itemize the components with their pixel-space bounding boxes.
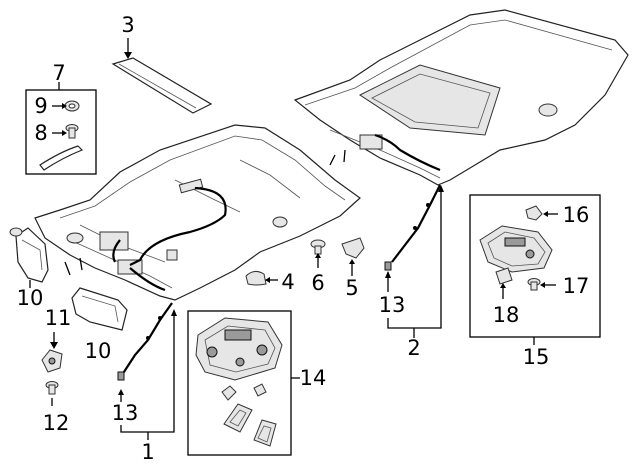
callout-7: 7 xyxy=(52,61,65,85)
sun-visor-right xyxy=(71,287,128,331)
callout-18: 18 xyxy=(493,303,520,327)
headliner-front xyxy=(34,124,361,381)
callout-1: 1 xyxy=(141,440,154,464)
part-3-trim-strip xyxy=(111,38,213,114)
callout-15: 15 xyxy=(523,345,550,369)
callout-4: 4 xyxy=(281,270,294,294)
headliner-rear xyxy=(293,9,629,271)
callout-10-left: 10 xyxy=(17,286,44,310)
callout-17: 17 xyxy=(563,274,590,298)
callout-labels: 3 7 9 8 10 10 11 12 13 1 4 5 6 14 13 2 1… xyxy=(17,13,590,464)
callout-12: 12 xyxy=(43,411,70,435)
callout-11: 11 xyxy=(45,306,72,330)
part-4-clip xyxy=(245,270,278,286)
callout-13-front: 13 xyxy=(112,401,139,425)
part-11-bracket xyxy=(41,332,63,373)
part-15-box xyxy=(469,194,601,345)
callout-14: 14 xyxy=(300,366,327,390)
part-7-kit-box xyxy=(25,82,97,175)
callout-16: 16 xyxy=(563,203,590,227)
callout-8: 8 xyxy=(34,121,47,145)
part-14-box xyxy=(187,310,300,456)
part-5-clip xyxy=(341,237,365,276)
sun-visor-left xyxy=(9,227,49,283)
callout-6: 6 xyxy=(311,271,324,295)
part-12-screw xyxy=(45,381,59,406)
part-6-clip xyxy=(310,239,326,268)
callout-2: 2 xyxy=(407,336,420,360)
callout-13-rear: 13 xyxy=(379,293,406,317)
callout-9: 9 xyxy=(34,94,47,118)
callout-10-right: 10 xyxy=(85,339,112,363)
leader-lines xyxy=(29,185,444,440)
callout-5: 5 xyxy=(345,276,358,300)
callout-3: 3 xyxy=(121,13,134,37)
